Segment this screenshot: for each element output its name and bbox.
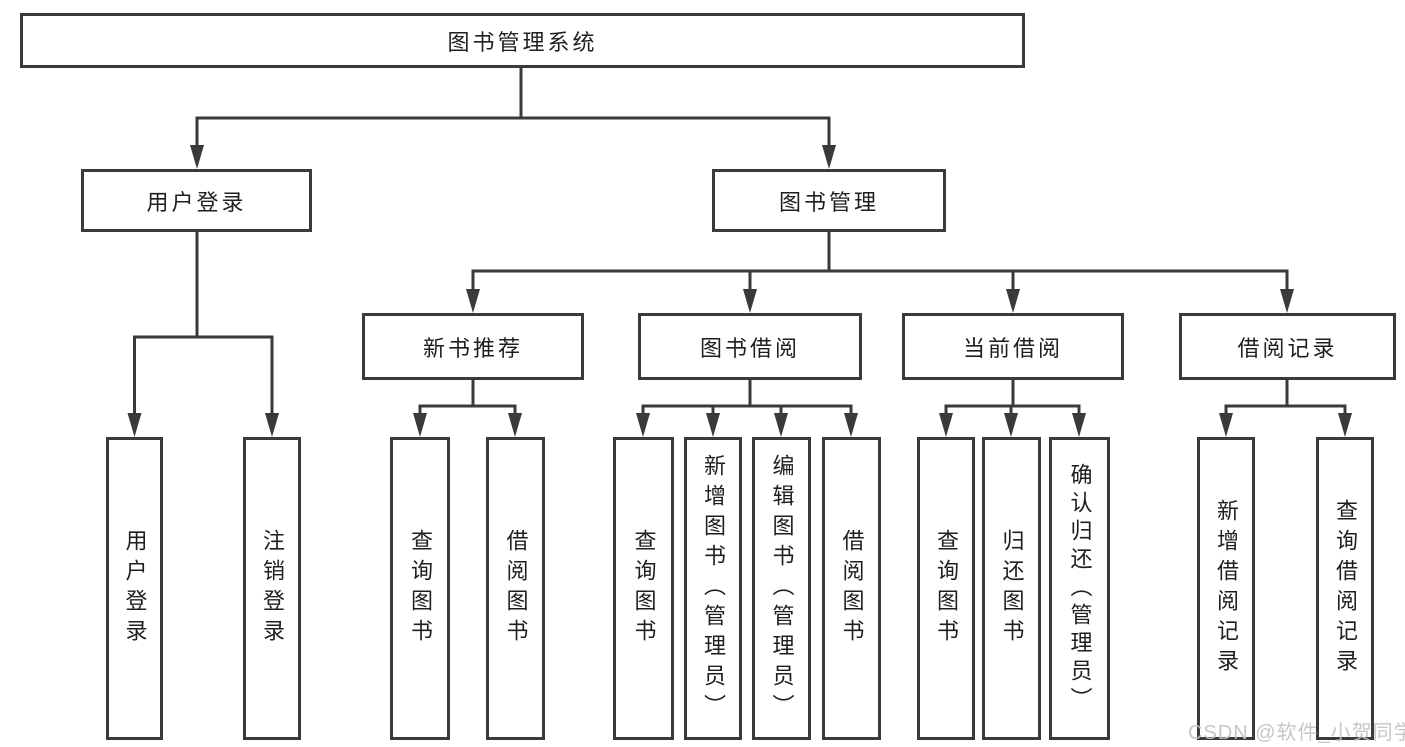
connector-root-to-level2 — [190, 66, 836, 169]
watermark-text: CSDN @软件_小贺同学 — [1188, 722, 1405, 744]
node-root: 图书管理系统 — [20, 13, 1025, 68]
leaf-query-borrow-record-label: 查询借阅记录 — [1333, 498, 1358, 679]
leaf-query-books-current-label: 查询图书 — [934, 528, 959, 649]
leaf-logout: 注销登录 — [243, 437, 301, 740]
leaf-user-login-label: 用户登录 — [122, 528, 148, 649]
node-book-borrowing: 图书借阅 — [638, 313, 862, 380]
leaf-logout-label: 注销登录 — [260, 528, 285, 649]
node-new-book-recommendation: 新书推荐 — [362, 313, 584, 380]
leaf-query-books-borrowing-label: 查询图书 — [631, 528, 657, 649]
node-borrowing-records-label: 借阅记录 — [1237, 335, 1338, 361]
node-book-management-label: 图书管理 — [778, 189, 879, 215]
leaf-query-books-borrowing: 查询图书 — [613, 437, 674, 740]
leaf-query-borrow-record: 查询借阅记录 — [1316, 437, 1374, 740]
leaf-user-login: 用户登录 — [106, 437, 163, 740]
node-user-login-label: 用户登录 — [146, 189, 247, 215]
leaf-add-books-admin-label: 新增图书（管理员） — [701, 453, 726, 724]
node-book-management: 图书管理 — [712, 169, 946, 232]
node-root-label: 图书管理系统 — [447, 29, 598, 55]
connector-user-login-to-leaves — [127, 230, 279, 437]
leaf-confirm-return-admin: 确认归还（管理员） — [1049, 437, 1110, 740]
node-current-borrowing-label: 当前借阅 — [962, 335, 1063, 361]
leaf-borrow-books-borrowing: 借阅图书 — [822, 437, 881, 740]
connector-book-management-to-level3 — [466, 230, 1294, 313]
leaf-edit-books-admin-label: 编辑图书（管理员） — [769, 453, 795, 724]
leaf-add-books-admin: 新增图书（管理员） — [684, 437, 742, 740]
node-borrowing-records: 借阅记录 — [1179, 313, 1396, 380]
node-current-borrowing: 当前借阅 — [902, 313, 1124, 380]
node-book-borrowing-label: 图书借阅 — [699, 335, 800, 361]
connector-current-borrowing-to-leaves — [939, 378, 1086, 437]
leaf-query-books-recommend-label: 查询图书 — [408, 528, 433, 649]
leaf-query-books-recommend: 查询图书 — [390, 437, 450, 740]
leaf-borrow-books-recommend-label: 借阅图书 — [503, 528, 529, 649]
leaf-query-books-current: 查询图书 — [917, 437, 975, 740]
leaf-add-borrow-record-label: 新增借阅记录 — [1214, 498, 1239, 679]
leaf-edit-books-admin: 编辑图书（管理员） — [752, 437, 811, 740]
connector-book-borrowing-to-leaves — [636, 378, 858, 437]
leaf-borrow-books-borrowing-label: 借阅图书 — [839, 528, 865, 649]
node-user-login: 用户登录 — [81, 169, 312, 232]
leaf-add-borrow-record: 新增借阅记录 — [1197, 437, 1255, 740]
leaf-return-books: 归还图书 — [982, 437, 1041, 740]
leaf-return-books-label: 归还图书 — [999, 528, 1025, 649]
connector-borrowing-records-to-leaves — [1219, 378, 1352, 437]
connector-new-book-recommendation-to-leaves — [413, 378, 522, 437]
leaf-confirm-return-admin-label: 确认归还（管理员） — [1067, 462, 1093, 715]
node-new-book-recommendation-label: 新书推荐 — [422, 335, 523, 361]
leaf-borrow-books-recommend: 借阅图书 — [486, 437, 545, 740]
